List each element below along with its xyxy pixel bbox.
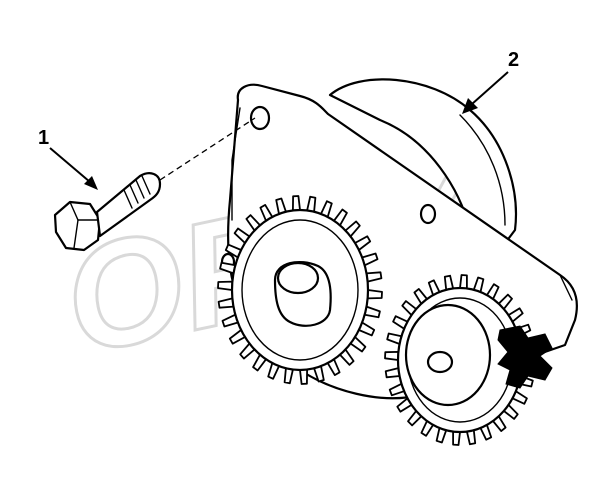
- callout-1: 1: [38, 127, 98, 190]
- gear-tooth: [452, 430, 461, 446]
- callout-2: 2: [462, 49, 519, 114]
- bolt-threads: [123, 175, 151, 209]
- drive-gear: [217, 195, 383, 385]
- meshing-teeth-highlight: [497, 325, 553, 389]
- housing-mounting-hole-top: [249, 105, 271, 131]
- gear-tooth: [366, 289, 383, 300]
- gear-tooth: [384, 351, 400, 361]
- housing-mounting-hole-right: [419, 203, 437, 225]
- gear-tooth: [283, 367, 294, 385]
- driven-gear: [384, 274, 553, 446]
- gear-tooth: [217, 280, 234, 291]
- callout-2-label: 2: [508, 49, 519, 71]
- bolt-center-line: [159, 117, 256, 181]
- callout-1-label: 1: [38, 127, 49, 149]
- gear-tooth: [299, 368, 308, 385]
- drive-gear-teeth: [217, 195, 383, 385]
- callout-1-arrowhead: [84, 176, 98, 190]
- callout-2-leader: [471, 71, 509, 105]
- bolt: [53, 172, 162, 252]
- callout-1-leader: [49, 147, 91, 183]
- pump-rear-cover: [328, 78, 517, 252]
- gear-tooth: [459, 274, 468, 290]
- gear-tooth: [292, 195, 301, 212]
- callout-2-arrowhead: [462, 98, 478, 114]
- driven-shaft-bore: [426, 350, 454, 374]
- bolt-shank: [95, 172, 162, 238]
- drive-shaft-end: [276, 261, 320, 295]
